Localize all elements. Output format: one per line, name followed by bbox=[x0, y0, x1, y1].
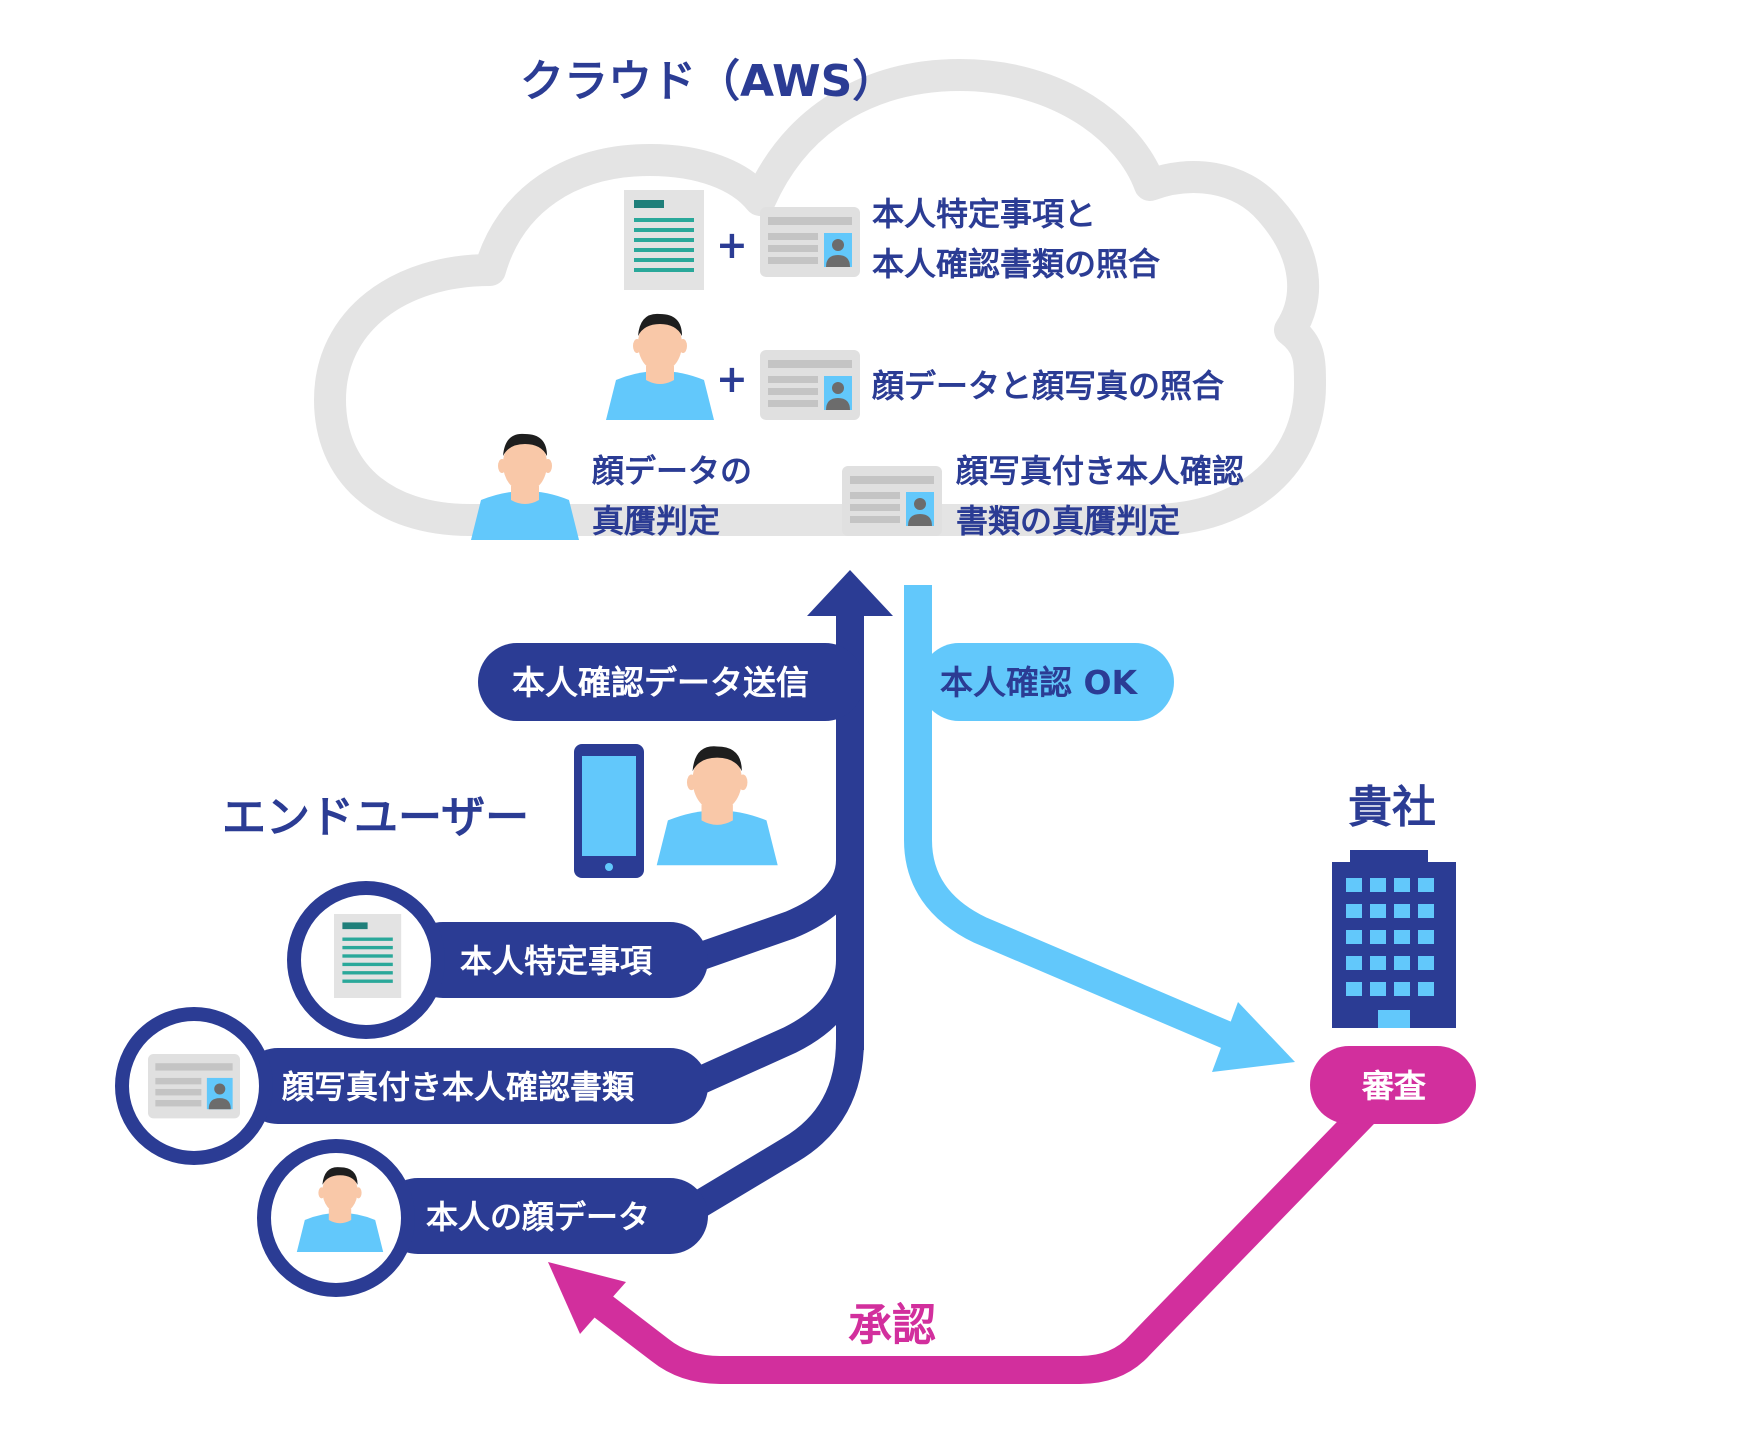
cloud-outline bbox=[314, 59, 1326, 536]
id-card-icon bbox=[760, 350, 860, 420]
check1-line1: 本人特定事項と bbox=[872, 195, 1096, 233]
person-icon bbox=[656, 746, 778, 866]
review-pill bbox=[1310, 1046, 1476, 1124]
smartphone-icon bbox=[574, 744, 644, 878]
item-pill-3 bbox=[380, 1178, 708, 1254]
ok-arrow-head bbox=[1212, 1002, 1295, 1072]
cloud-title: クラウド（AWS） bbox=[520, 56, 896, 107]
ok-label: 本人確認 OK bbox=[940, 663, 1139, 702]
id-card-icon bbox=[842, 466, 942, 536]
branch-3 bbox=[682, 1039, 864, 1223]
id-card-icon bbox=[760, 207, 860, 277]
branch-1 bbox=[685, 859, 864, 974]
item-label-1: 本人特定事項 bbox=[460, 942, 653, 980]
document-icon bbox=[624, 190, 704, 290]
review-label: 審査 bbox=[1361, 1067, 1426, 1105]
plus-sign-2: + bbox=[716, 357, 748, 401]
approve-arrow-head bbox=[548, 1262, 626, 1334]
send-pill bbox=[478, 643, 864, 721]
branch-2 bbox=[684, 959, 864, 1098]
send-arrow-head bbox=[807, 570, 893, 616]
building-icon bbox=[1332, 850, 1456, 1028]
check4-line2: 書類の真贋判定 bbox=[956, 502, 1180, 540]
check1-line2: 本人確認書類の照合 bbox=[872, 245, 1160, 283]
id-card-icon bbox=[148, 1054, 240, 1119]
check4-line1: 顔写真付き本人確認 bbox=[956, 452, 1244, 490]
document-icon bbox=[334, 914, 402, 998]
company-label: 貴社 bbox=[1348, 782, 1436, 833]
item-pill-2 bbox=[240, 1048, 708, 1124]
ok-pill bbox=[920, 643, 1174, 721]
item-label-3: 本人の顔データ bbox=[426, 1198, 650, 1236]
item-label-2: 顔写真付き本人確認書類 bbox=[282, 1068, 635, 1106]
send-label: 本人確認データ送信 bbox=[512, 663, 809, 702]
approve-label: 承認 bbox=[848, 1300, 936, 1351]
check3-line2: 真贋判定 bbox=[592, 502, 720, 540]
item-pill-1 bbox=[405, 922, 708, 998]
check2-label: 顔データと顔写真の照合 bbox=[872, 367, 1224, 405]
check3-line1: 顔データの bbox=[592, 452, 752, 490]
approve-arrow bbox=[566, 1100, 1379, 1384]
end-user-label: エンドユーザー bbox=[222, 792, 529, 843]
plus-sign-1: + bbox=[716, 223, 748, 267]
ok-arrow bbox=[904, 585, 1256, 1058]
